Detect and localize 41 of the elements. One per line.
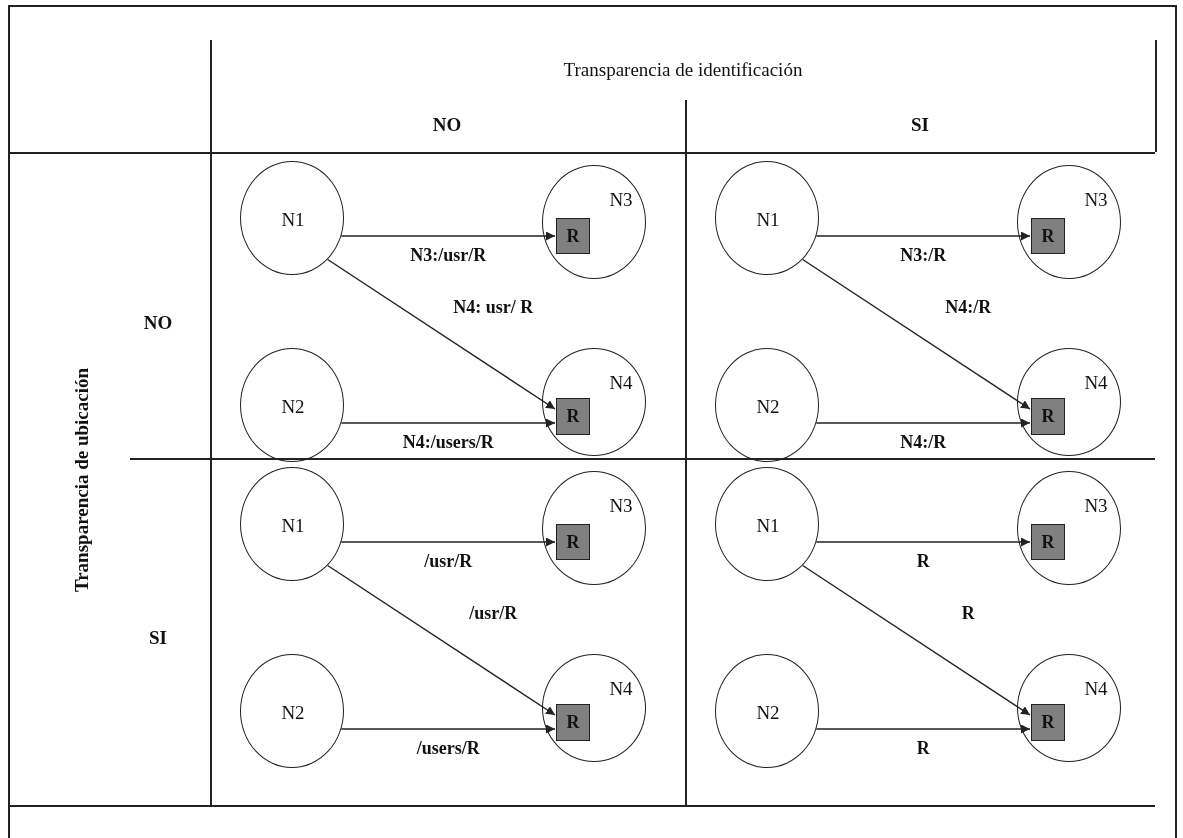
- arrow: [815, 418, 1031, 428]
- column-header: SI: [911, 114, 929, 136]
- node-label: N3: [1084, 189, 1108, 209]
- resource-box: R: [1031, 524, 1065, 560]
- arrow: [815, 231, 1031, 241]
- node-label: N2: [756, 396, 780, 416]
- arrow: [340, 537, 556, 547]
- node-label: N4: [1084, 372, 1108, 392]
- node-label: N1: [281, 515, 305, 535]
- resource-box: R: [556, 704, 590, 741]
- row-header: NO: [143, 312, 173, 334]
- node-label: N4: [609, 678, 633, 698]
- arrow: [340, 231, 556, 241]
- arrow: [340, 724, 556, 734]
- node-label: N1: [281, 209, 305, 229]
- node-label: N4: [1084, 678, 1108, 698]
- arrow: [815, 724, 1031, 734]
- resource-box: R: [1031, 398, 1065, 435]
- arrow: [340, 418, 556, 428]
- arrow: [815, 537, 1031, 547]
- resource-box: R: [556, 218, 590, 254]
- axis-title: Transparencia de ubicación: [71, 367, 93, 593]
- resource-box: R: [1031, 218, 1065, 254]
- resource-box: R: [556, 398, 590, 435]
- node-label: N3: [1084, 495, 1108, 515]
- resource-box: R: [1031, 704, 1065, 741]
- arrow: [801, 258, 1031, 410]
- node-label: N1: [756, 209, 780, 229]
- node-label: N3: [609, 495, 633, 515]
- node-label: N2: [281, 396, 305, 416]
- row-header: SI: [149, 627, 167, 649]
- node-label: N1: [756, 515, 780, 535]
- node-label: N3: [609, 189, 633, 209]
- arrow: [327, 564, 556, 716]
- resource-box: R: [556, 524, 590, 560]
- arrow: [801, 564, 1031, 716]
- node-label: N4: [609, 372, 633, 392]
- column-header: NO: [432, 114, 462, 136]
- axis-title: Transparencia de identificación: [563, 59, 803, 81]
- node-label: N2: [281, 702, 305, 722]
- node-label: N2: [756, 702, 780, 722]
